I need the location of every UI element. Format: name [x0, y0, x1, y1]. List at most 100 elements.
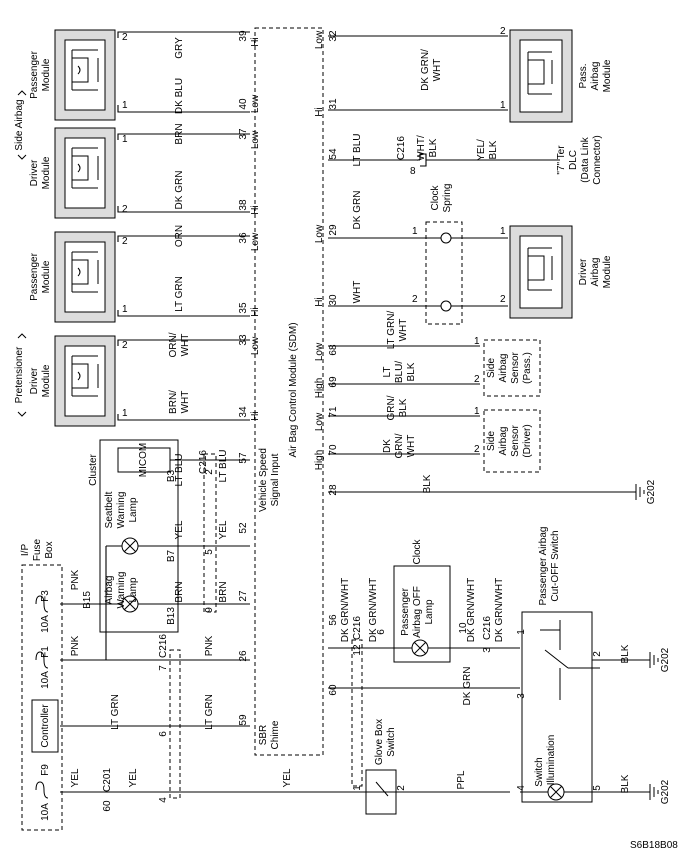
svg-text:BRN: BRN	[218, 581, 229, 602]
cutoff-blk: BLK	[620, 644, 631, 663]
svg-text:34: 34	[238, 406, 249, 418]
svg-text:40: 40	[238, 98, 249, 110]
svg-text:10: 10	[458, 622, 469, 634]
svg-text:60: 60	[102, 800, 113, 812]
svg-text:B7: B7	[166, 549, 177, 562]
svg-text:WHT: WHT	[398, 319, 409, 342]
svg-text:C201: C201	[102, 768, 113, 792]
svg-text:6: 6	[158, 731, 169, 737]
svg-text:1: 1	[122, 134, 128, 145]
pretensioner-label: Pretensioner	[14, 346, 25, 403]
controller-box	[31, 699, 59, 753]
driver-airbag-module: Driver Airbag Module	[509, 225, 613, 319]
svg-text:Airbag: Airbag	[590, 62, 601, 91]
cluster-label: Cluster	[88, 453, 99, 485]
dlc-wht-blk-1: WHT/	[416, 135, 427, 161]
pin-pass-1: 1	[500, 100, 506, 111]
dlc-yel-blk-2: BLK	[488, 140, 499, 159]
sd-pin2: 2	[474, 444, 480, 455]
fuse-f9: F9 10A	[35, 764, 51, 821]
svg-text:71: 71	[328, 406, 339, 418]
svg-text:10A: 10A	[40, 671, 51, 689]
svg-text:70: 70	[328, 444, 339, 456]
svg-text:Passenger Airbag: Passenger Airbag	[538, 527, 549, 606]
pass-pret-label-2: Module	[41, 260, 52, 293]
svg-text:PNK: PNK	[70, 569, 81, 590]
svg-text:1: 1	[122, 304, 128, 315]
svg-text:2: 2	[122, 204, 128, 215]
svg-text:2: 2	[122, 32, 128, 43]
svg-text:(Pass.): (Pass.)	[522, 352, 533, 384]
svg-text:(Data Link: (Data Link	[580, 136, 591, 183]
sensor-wire-colors: LT GRN/ WHT LT BLU/ BLK GRN/ BLK DK GRN/…	[382, 311, 417, 459]
sdm-frame	[254, 27, 324, 756]
pin-pass-2: 2	[500, 26, 506, 37]
svg-text:Switch: Switch	[386, 727, 397, 756]
vss-label-1: Vehicle Speed	[258, 448, 269, 512]
svg-text:Low: Low	[250, 94, 261, 113]
sdm-right-top-pins: 32 Low 31 Hi 54 29 Low 30 Hi 68 Low 69 H…	[314, 30, 339, 496]
cluster-wire-labels: LT BLU B3 YEL B7 BRN B13 B15 PNK LT BLU …	[70, 450, 249, 726]
svg-text:DK GRN/WHT: DK GRN/WHT	[494, 578, 505, 642]
svg-text:High: High	[314, 450, 325, 471]
pass-off-lamp: Passenger Airbag OFF Lamp	[400, 586, 435, 657]
fuse-f1: F1 10A	[35, 646, 51, 689]
svg-text:29: 29	[328, 224, 339, 236]
pass-off-lamp-box	[393, 565, 451, 663]
blk-28: BLK	[422, 474, 433, 493]
dlc-c216: C216	[396, 136, 407, 160]
svg-text:I/P: I/P	[20, 544, 31, 557]
gb-p1: 1	[352, 785, 363, 791]
svg-text:Lamp: Lamp	[424, 599, 435, 624]
svg-text:YEL: YEL	[282, 768, 293, 787]
svg-text:Low: Low	[314, 342, 325, 361]
svg-text:37: 37	[238, 128, 249, 140]
svg-text:Module: Module	[602, 255, 613, 288]
side-sensor-pass	[483, 339, 541, 397]
svg-text:C216: C216	[352, 616, 363, 640]
svg-text:ORN: ORN	[174, 225, 185, 247]
micom-label: MICOM	[138, 443, 149, 477]
svg-text:ORN/: ORN/	[168, 332, 179, 357]
svg-text:60: 60	[328, 684, 339, 696]
svg-text:4: 4	[158, 797, 169, 803]
svg-text:1: 1	[122, 408, 128, 419]
svg-text:6: 6	[376, 629, 387, 635]
svg-text:Low: Low	[250, 232, 261, 251]
illum-p5: 5	[592, 785, 603, 791]
svg-text:Box: Box	[44, 541, 55, 558]
svg-text:YEL: YEL	[218, 520, 229, 539]
svg-text:2: 2	[122, 236, 128, 247]
svg-text:Switch: Switch	[534, 757, 545, 786]
glove-box-switch	[365, 769, 397, 815]
side-airbag-label: Side Airbag	[14, 99, 25, 150]
svg-text:9: 9	[204, 607, 215, 613]
svg-text:DK GRN/WHT: DK GRN/WHT	[368, 578, 379, 642]
c216-connector-left	[203, 453, 217, 613]
bottom-wire-labels: 56 DK GRN/WHT C216 12 DK GRN/WHT 6 10 DK…	[328, 578, 527, 706]
svg-text:2: 2	[204, 469, 215, 475]
dlc-yel-blk-1: YEL/	[476, 139, 487, 161]
svg-text:7: 7	[158, 665, 169, 671]
pass-airbag-wire-color-1: DK GRN/	[420, 49, 431, 91]
svg-text:LT: LT	[382, 367, 393, 378]
svg-text:Hi: Hi	[250, 307, 261, 316]
svg-text:Airbag: Airbag	[590, 258, 601, 287]
svg-text:YEL: YEL	[128, 768, 139, 787]
cs-pin1: 1	[412, 226, 418, 237]
svg-text:Airbag: Airbag	[498, 427, 509, 456]
svg-text:26: 26	[238, 650, 249, 662]
pass-airbag-module: Pass. Airbag Module	[509, 29, 613, 123]
side-sensor-driver	[483, 409, 541, 473]
svg-text:GRY: GRY	[174, 37, 185, 59]
drv-side-label-2: Module	[41, 156, 52, 189]
pass-side-label-2: Module	[41, 58, 52, 91]
svg-text:Hi: Hi	[314, 297, 325, 306]
svg-text:54: 54	[328, 148, 339, 160]
svg-text:Hi: Hi	[250, 37, 261, 46]
pass-side-module	[54, 29, 116, 121]
da-pin1: 1	[500, 226, 506, 237]
clock-spring-label-1: Clock	[430, 185, 441, 211]
cs-wht: WHT	[352, 281, 363, 304]
svg-text:Lamp: Lamp	[128, 497, 139, 522]
